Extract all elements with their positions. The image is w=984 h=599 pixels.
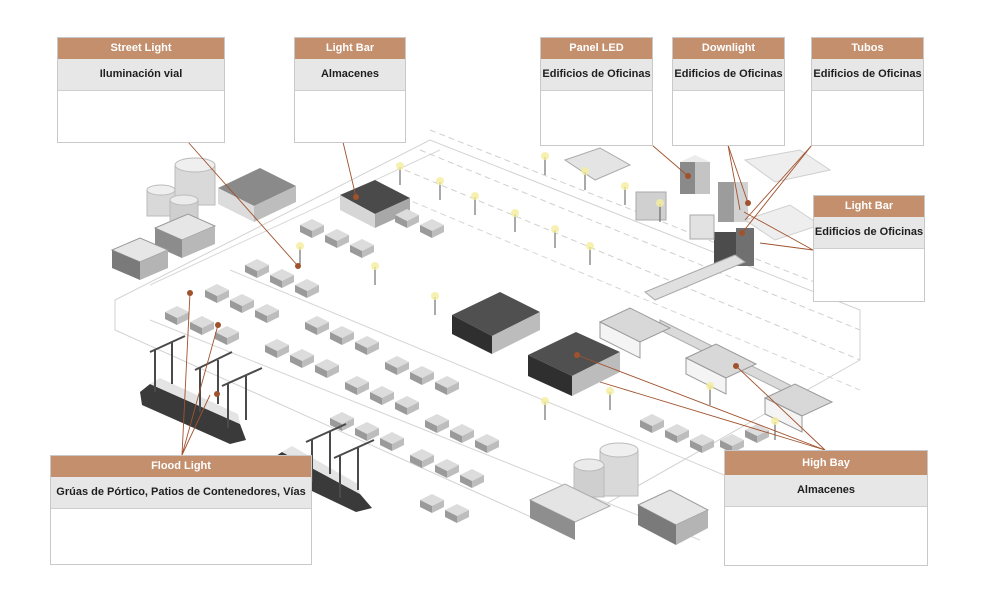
storage-tanks — [146, 157, 216, 223]
callout-title: Light Bar — [295, 38, 405, 59]
callout-application: Almacenes — [725, 475, 927, 507]
warehouse-center — [452, 292, 540, 354]
callout-title: Street Light — [58, 38, 224, 59]
tanks-bottom — [528, 442, 710, 545]
callout-application: Iluminación vial — [58, 59, 224, 91]
callout-application: Edificios de Oficinas — [541, 59, 652, 91]
callout-application: Almacenes — [295, 59, 405, 91]
warehouse-highbay — [528, 332, 620, 396]
callout-title: Light Bar — [814, 196, 924, 217]
callout-application: Edificios de Oficinas — [814, 217, 924, 249]
callout-panel-led: Panel LED Edificios de Oficinas — [540, 37, 653, 146]
callout-downlight: Downlight Edificios de Oficinas — [672, 37, 785, 146]
leader-dots — [187, 173, 751, 397]
callout-application: Edificios de Oficinas — [673, 59, 784, 91]
callout-title: Downlight — [673, 38, 784, 59]
callout-light-bar-warehouse: Light Bar Almacenes — [294, 37, 406, 143]
callout-title: Tubos — [812, 38, 923, 59]
callout-application: Grúas de Pórtico, Patios de Contenedores… — [51, 477, 311, 509]
callout-title: Flood Light — [51, 456, 311, 477]
callout-light-bar-office: Light Bar Edificios de Oficinas — [813, 195, 925, 302]
factory-buildings-left — [110, 168, 296, 280]
sheds-right — [598, 307, 834, 433]
gantry-cranes — [149, 335, 375, 498]
callout-flood-light: Flood Light Grúas de Pórtico, Patios de … — [50, 455, 312, 565]
callout-application: Edificios de Oficinas — [812, 59, 923, 91]
warehouse-top — [340, 180, 410, 228]
leader-lines — [181, 141, 826, 456]
callout-title: High Bay — [725, 451, 927, 475]
callout-high-bay: High Bay Almacenes — [724, 450, 928, 566]
callout-title: Panel LED — [541, 38, 652, 59]
callout-street-light: Street Light Iluminación vial — [57, 37, 225, 143]
callout-tubos: Tubos Edificios de Oficinas — [811, 37, 924, 146]
